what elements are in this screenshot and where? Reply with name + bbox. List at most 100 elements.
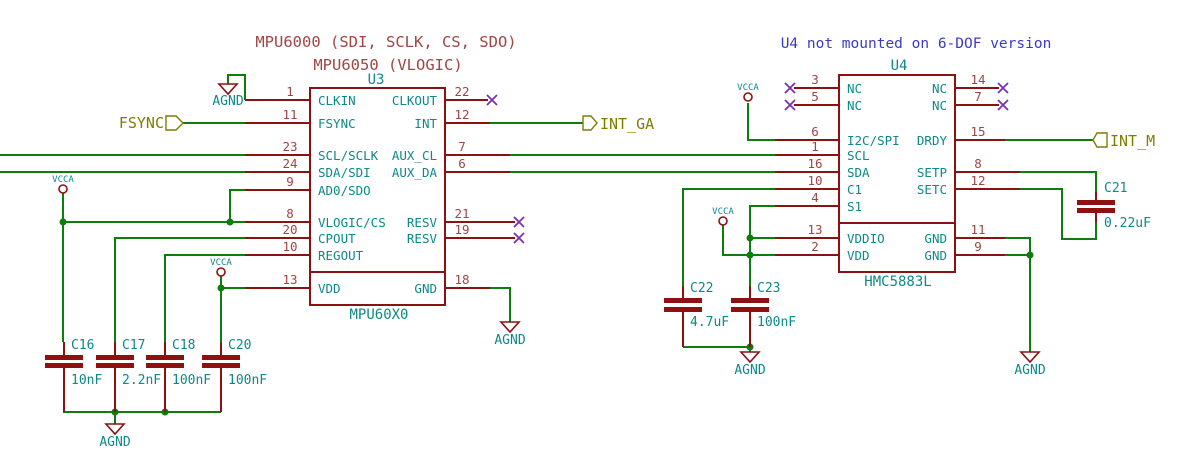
pin-name: GND [414,281,437,296]
capacitor-c22[interactable]: C22 4.7uF [664,281,729,347]
cap-plate [45,355,83,360]
u3-body[interactable] [309,87,446,306]
capacitor-c17[interactable]: C17 2.2nF [96,338,161,412]
agnd-symbol-c23[interactable]: AGND [734,351,766,378]
net-label-int-ga[interactable]: INT_GA [582,115,654,133]
u4-body[interactable] [838,74,956,273]
u3-pin-sda-sdi[interactable]: 24 SDA/SDI [245,156,371,180]
wire-gnd11[interactable] [1005,237,1031,255]
wires[interactable] [0,74,1097,424]
u4-pin-gnd9[interactable]: 9 GND [924,239,1005,263]
pin-number: 12 [970,173,985,188]
u4-pin-nc14[interactable]: 14 NC [932,72,999,96]
wire-setp-c21[interactable] [1020,171,1097,192]
capacitor-c18[interactable]: C18 100nF [146,338,211,412]
u3-pin-aux-cl[interactable]: 7 AUX_CL [392,139,510,163]
u4-pin-vddio[interactable]: 13 VDDIO [775,222,885,246]
pin-name: RESV [407,215,438,230]
u4-pin-vdd[interactable]: 2 VDD [775,239,870,263]
vcca-symbol-u4-i2cspi[interactable]: VCCA [737,83,759,102]
component-u4[interactable]: U4 HMC5883L 3 NC 5 NC 6 I2C/SPI 1 SCL 16… [775,58,1020,290]
ground-icon [217,83,239,96]
no-connect-icon [784,82,796,94]
junction [746,234,754,242]
u4-pin-nc5[interactable]: 5 NC [794,89,862,113]
wire-u3-gnd[interactable] [490,287,511,322]
wire-c1-c22[interactable] [682,188,775,286]
junction [217,284,225,292]
u3-pin-cpout[interactable]: 20 CPOUT [245,222,356,246]
vcca-symbol-u3-vdd[interactable]: VCCA [210,258,232,277]
pin-name: VDD [318,281,341,296]
u4-pin-s1[interactable]: 4 S1 [775,190,862,214]
wire-vcca3-i2cspi[interactable] [747,103,775,141]
pin-name: NC [932,81,947,96]
u3-pin-regout[interactable]: 10 REGOUT [245,239,364,263]
u3-pin-vlogic-cs[interactable]: 8 VLOGIC/CS [245,206,386,230]
wire-ad0[interactable] [229,189,245,222]
wire-gnd9-agnd[interactable] [1005,254,1031,352]
net-label-fsync[interactable]: FSYNC [119,114,184,132]
u3-pin-clkout[interactable]: 22 CLKOUT [392,84,488,108]
wire-vcca4[interactable] [722,225,750,256]
net-label-text: INT_GA [600,115,654,133]
agnd-symbol-u4-gnd[interactable]: AGND [1014,351,1046,378]
vcca-symbol-u4-vdd[interactable]: VCCA [712,207,734,226]
wire-regout-c18[interactable] [164,254,245,342]
capacitor-c21[interactable]: C21 0.22uF [1077,181,1151,231]
capacitor-c23[interactable]: C23 100nF [731,281,796,347]
u3-pin-resv21[interactable]: 21 RESV [407,206,515,230]
capacitor-c20[interactable]: C20 100nF [202,338,267,412]
pin-number: 18 [454,272,469,287]
u4-pin-c1[interactable]: 10 C1 [775,173,862,197]
vcca-symbol-u3-left[interactable]: VCCA [52,175,74,194]
wire-cpout-c17[interactable] [114,237,245,342]
u4-pin-nc7[interactable]: 7 NC [932,89,999,113]
label-arrow-icon [165,115,184,131]
u4-pin-gnd11[interactable]: 11 GND [924,222,1005,246]
net-label-int-m[interactable]: INT_M [1092,132,1155,150]
u3-pin-ad0-sdo[interactable]: 9 AD0/SDO [245,174,371,198]
no-connect-icon [486,94,498,106]
wire-agnd-to-clkin[interactable] [227,74,246,100]
u3-pin-gnd[interactable]: 18 GND [414,272,490,296]
cap-ref: C16 [71,338,94,353]
agnd-label: AGND [99,435,130,450]
junction [59,218,67,226]
u4-pin-drdy[interactable]: 15 DRDY [917,124,1005,148]
pin-number: 22 [454,84,469,99]
component-u3[interactable]: U3 MPU60X0 1 CLKIN 11 FSYNC 23 SCL/SCLK … [245,72,515,323]
u3-pin-int[interactable]: 12 INT [414,107,490,131]
no-connect-icon [513,216,525,228]
u4-pin-i2c-spi[interactable]: 6 I2C/SPI [775,124,900,148]
agnd-symbol-u3-gnd[interactable]: AGND [494,321,526,348]
u4-pin-setp[interactable]: 8 SETP [917,156,1020,180]
power-icon [216,267,226,277]
pin-name: AUX_DA [392,165,438,180]
cap-plate [96,363,134,368]
agnd-symbol-top-left[interactable]: AGND [212,83,244,109]
u4-pin-setc[interactable]: 12 SETC [917,173,1020,197]
u3-pin-resv19[interactable]: 19 RESV [407,222,515,246]
cap-ref: C20 [228,338,251,353]
u4-pin-sda[interactable]: 16 SDA [775,156,870,180]
ground-icon [499,321,521,334]
wire-s1-c23[interactable] [749,205,775,286]
capacitor-c16[interactable]: C16 10nF [45,338,102,412]
agnd-symbol-cap-bank[interactable]: AGND [99,423,131,450]
pin-number: 11 [970,222,985,237]
u4-pin-nc3[interactable]: 3 NC [794,72,862,96]
u3-pin-clkin[interactable]: 1 CLKIN [245,84,356,108]
ground-icon [739,351,761,364]
u4-ref: U4 [891,58,908,74]
u3-pin-scl-sclk[interactable]: 23 SCL/SCLK [245,139,379,163]
pin-name: S1 [847,199,862,214]
u4-pin-scl[interactable]: 1 SCL [775,139,870,163]
u3-pin-vdd[interactable]: 13 VDD [245,272,341,296]
u3-pin-aux-da[interactable]: 6 AUX_DA [392,156,510,180]
junction [226,218,234,226]
pin-number: 13 [807,222,822,237]
pin-name: INT [414,116,437,131]
u3-pin-fsync[interactable]: 11 FSYNC [245,107,356,131]
wire-setc-c21[interactable] [1020,188,1097,240]
